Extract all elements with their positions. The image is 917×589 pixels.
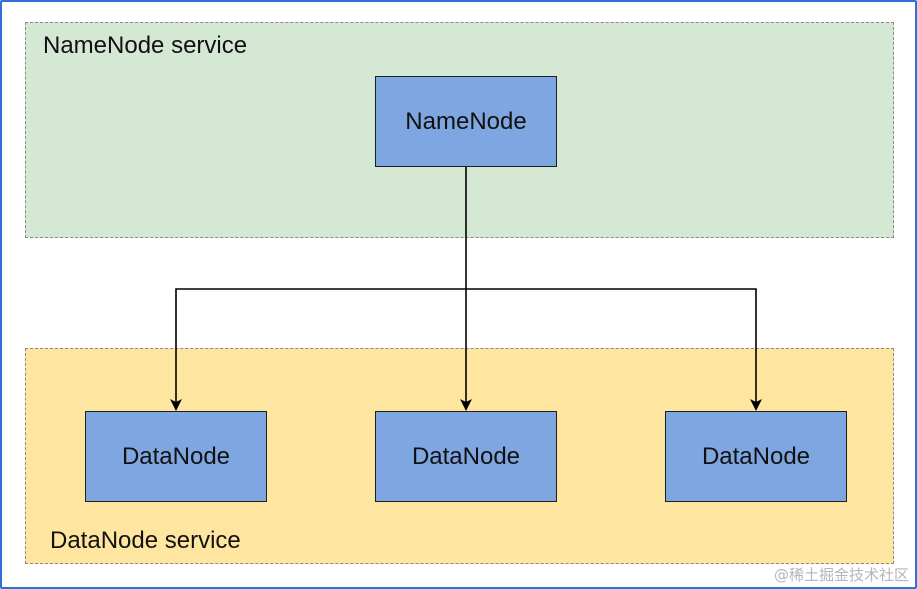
- datanode-service-label: DataNode service: [50, 527, 241, 554]
- datanode-node-1-label: DataNode: [121, 442, 231, 470]
- watermark-text: @稀土掘金技术社区: [773, 566, 909, 584]
- datanode-node-1: DataNode: [85, 411, 267, 502]
- namenode-node: NameNode: [375, 76, 557, 167]
- namenode-service-label: NameNode service: [43, 32, 248, 59]
- namenode-node-label: NameNode: [405, 107, 527, 135]
- namenode-service-region: [25, 22, 894, 238]
- datanode-node-3: DataNode: [665, 411, 847, 502]
- datanode-node-2-label: DataNode: [411, 442, 521, 470]
- datanode-node-2: DataNode: [375, 411, 557, 502]
- datanode-node-3-label: DataNode: [701, 442, 811, 470]
